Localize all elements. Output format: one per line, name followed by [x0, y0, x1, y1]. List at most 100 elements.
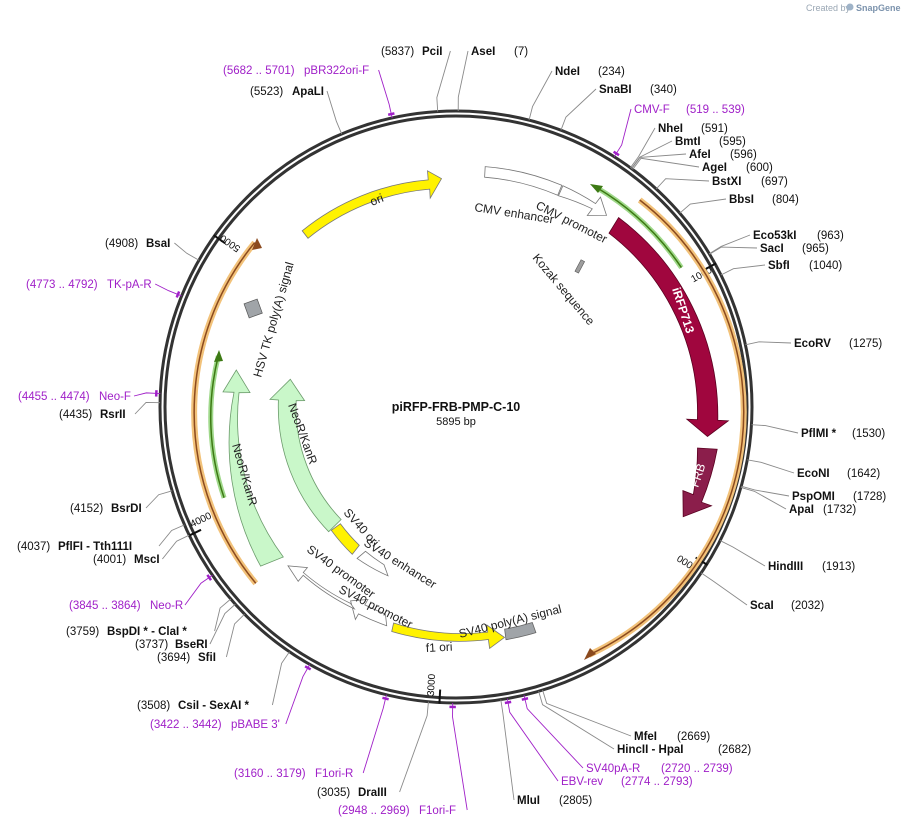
site-name-f1ori-f: F1ori-F	[419, 805, 456, 817]
site-name-pbr322ori-f: pBR322ori-F	[304, 65, 369, 77]
site-pos-pspomi: (1728)	[853, 491, 886, 503]
site-name-ecorv: EcoRV	[794, 338, 831, 350]
feature-kozak-sequence	[574, 259, 585, 274]
site-leader-line	[631, 153, 687, 170]
site-pos-agei: (600)	[746, 162, 773, 174]
site-pos-mlui: (2805)	[559, 795, 592, 807]
site-pos-ecorv: (1275)	[849, 338, 882, 350]
ring-tick-label: 4000	[189, 510, 214, 530]
site-leader-line	[225, 613, 245, 658]
site-name-rsrii: RsrII	[100, 409, 126, 421]
site-name-sfii: SfiI	[198, 652, 216, 664]
site-name-saci: SacI	[760, 243, 784, 255]
site-pos-bstxi: (697)	[761, 176, 788, 188]
site-name-pcii: PciI	[422, 46, 442, 58]
feature-ori-arrow	[301, 170, 443, 239]
site-name-pbabe3: pBABE 3'	[231, 719, 280, 731]
site-leader-line	[214, 598, 232, 632]
site-leader-line	[719, 540, 766, 567]
site-leader-line	[542, 689, 632, 737]
site-pos-f1ori-r: (3160 .. 3179)	[234, 768, 306, 780]
site-name-bmti: BmtI	[675, 136, 701, 148]
site-pos-draiii: (3035)	[317, 787, 350, 799]
site-name-msci: MscI	[134, 554, 160, 566]
site-name-eco53ki: Eco53kI	[753, 230, 796, 242]
site-name-bsai: BsaI	[146, 238, 170, 250]
site-leader-line	[745, 341, 792, 346]
feature-cmv-promoter-arrow	[557, 185, 608, 216]
site-pos-csii-sexai: (3508)	[137, 700, 170, 712]
plasmid-length: 5895 bp	[436, 416, 476, 428]
site-leader-line	[209, 603, 236, 645]
orf-arc-cmv	[590, 184, 684, 269]
site-name-hindiii: HindIII	[768, 561, 803, 573]
feature-neor-kanr-inner-arrow	[269, 378, 342, 533]
site-leader-line	[741, 485, 790, 497]
ring-tick	[188, 528, 202, 537]
site-pos-bmti: (595)	[719, 136, 746, 148]
site-name-apai: ApaI	[789, 504, 814, 516]
site-pos-pcii: (5837)	[381, 46, 414, 58]
site-leader-line	[560, 88, 597, 131]
site-leader-line	[740, 487, 787, 510]
site-leader-line	[709, 246, 758, 255]
orf-arc-irfp-frb	[584, 197, 747, 660]
site-leader-line	[720, 264, 766, 276]
site-pos-rsrii: (4435)	[59, 409, 92, 421]
site-leader-line	[399, 701, 429, 793]
site-pos-pflmi: (1530)	[852, 428, 885, 440]
site-leader-line	[528, 70, 553, 121]
site-name-snabi: SnaBI	[599, 84, 632, 96]
feature-frb-arrow	[682, 447, 718, 518]
site-name-neo-f: Neo-F	[99, 391, 131, 403]
primer-marks	[154, 112, 620, 709]
site-pos-saci: (965)	[802, 243, 829, 255]
backbone-inner-strand	[163, 114, 749, 700]
site-name-mfei: MfeI	[634, 731, 657, 743]
site-pos-econi: (1642)	[847, 468, 880, 480]
orf-arc-neo-inner	[208, 350, 227, 499]
feature-label-ori: ori	[368, 191, 386, 209]
site-pos-bspdi-clai: (3759)	[66, 626, 99, 638]
site-name-sbfi: SbfI	[768, 260, 790, 272]
site-name-econi: EcoNI	[797, 468, 830, 480]
site-leader-line	[271, 651, 290, 706]
site-name-f1ori-r: F1ori-R	[315, 768, 353, 780]
feature-sv40-polya-signal	[504, 622, 537, 641]
site-leader-line	[747, 459, 795, 474]
site-pos-ebv-rev: (2774 .. 2793)	[621, 776, 693, 788]
site-leader-line	[174, 242, 200, 261]
feature-sv40-promoter-arrow	[287, 565, 356, 610]
site-leader-line	[145, 490, 173, 509]
site-name-tk-pa-r: TK-pA-R	[107, 279, 152, 291]
primer-leader-line	[613, 108, 632, 158]
site-name-afei: AfeI	[689, 149, 711, 161]
primer-mark	[382, 696, 389, 701]
feature-f1-ori-arrow	[391, 622, 506, 650]
site-name-pflmi: PflMI *	[801, 428, 837, 440]
site-pos-apali: (5523)	[250, 86, 283, 98]
site-pos-apai: (1732)	[823, 504, 856, 516]
primer-leader-line	[378, 69, 393, 119]
site-name-ndei: NdeI	[555, 66, 580, 78]
site-pos-bbsi: (804)	[772, 194, 799, 206]
site-leader-line	[326, 90, 343, 135]
feature-label-kozak-sequence: Kozak sequence	[530, 251, 598, 328]
site-pos-mfei: (2669)	[677, 731, 710, 743]
feature-hsv-tk-polya-signal	[243, 298, 263, 319]
site-name-bsrdi: BsrDI	[111, 503, 142, 515]
site-leader-line	[631, 140, 673, 169]
site-name-apali: ApaLI	[292, 86, 324, 98]
primer-mark	[304, 665, 312, 671]
site-pos-neo-r: (3845 .. 3864)	[69, 600, 141, 612]
primer-mark	[387, 112, 395, 116]
site-name-mlui: MluI	[517, 795, 540, 807]
primer-mark	[504, 700, 512, 705]
site-pos-ndei: (234)	[598, 66, 625, 78]
site-pos-nhei: (591)	[701, 123, 728, 135]
site-leader-line	[158, 524, 185, 547]
site-pos-bseri: (3737)	[135, 639, 168, 651]
site-name-neo-r: Neo-R	[150, 600, 183, 612]
site-name-ebv-rev: EBV-rev	[561, 776, 603, 788]
